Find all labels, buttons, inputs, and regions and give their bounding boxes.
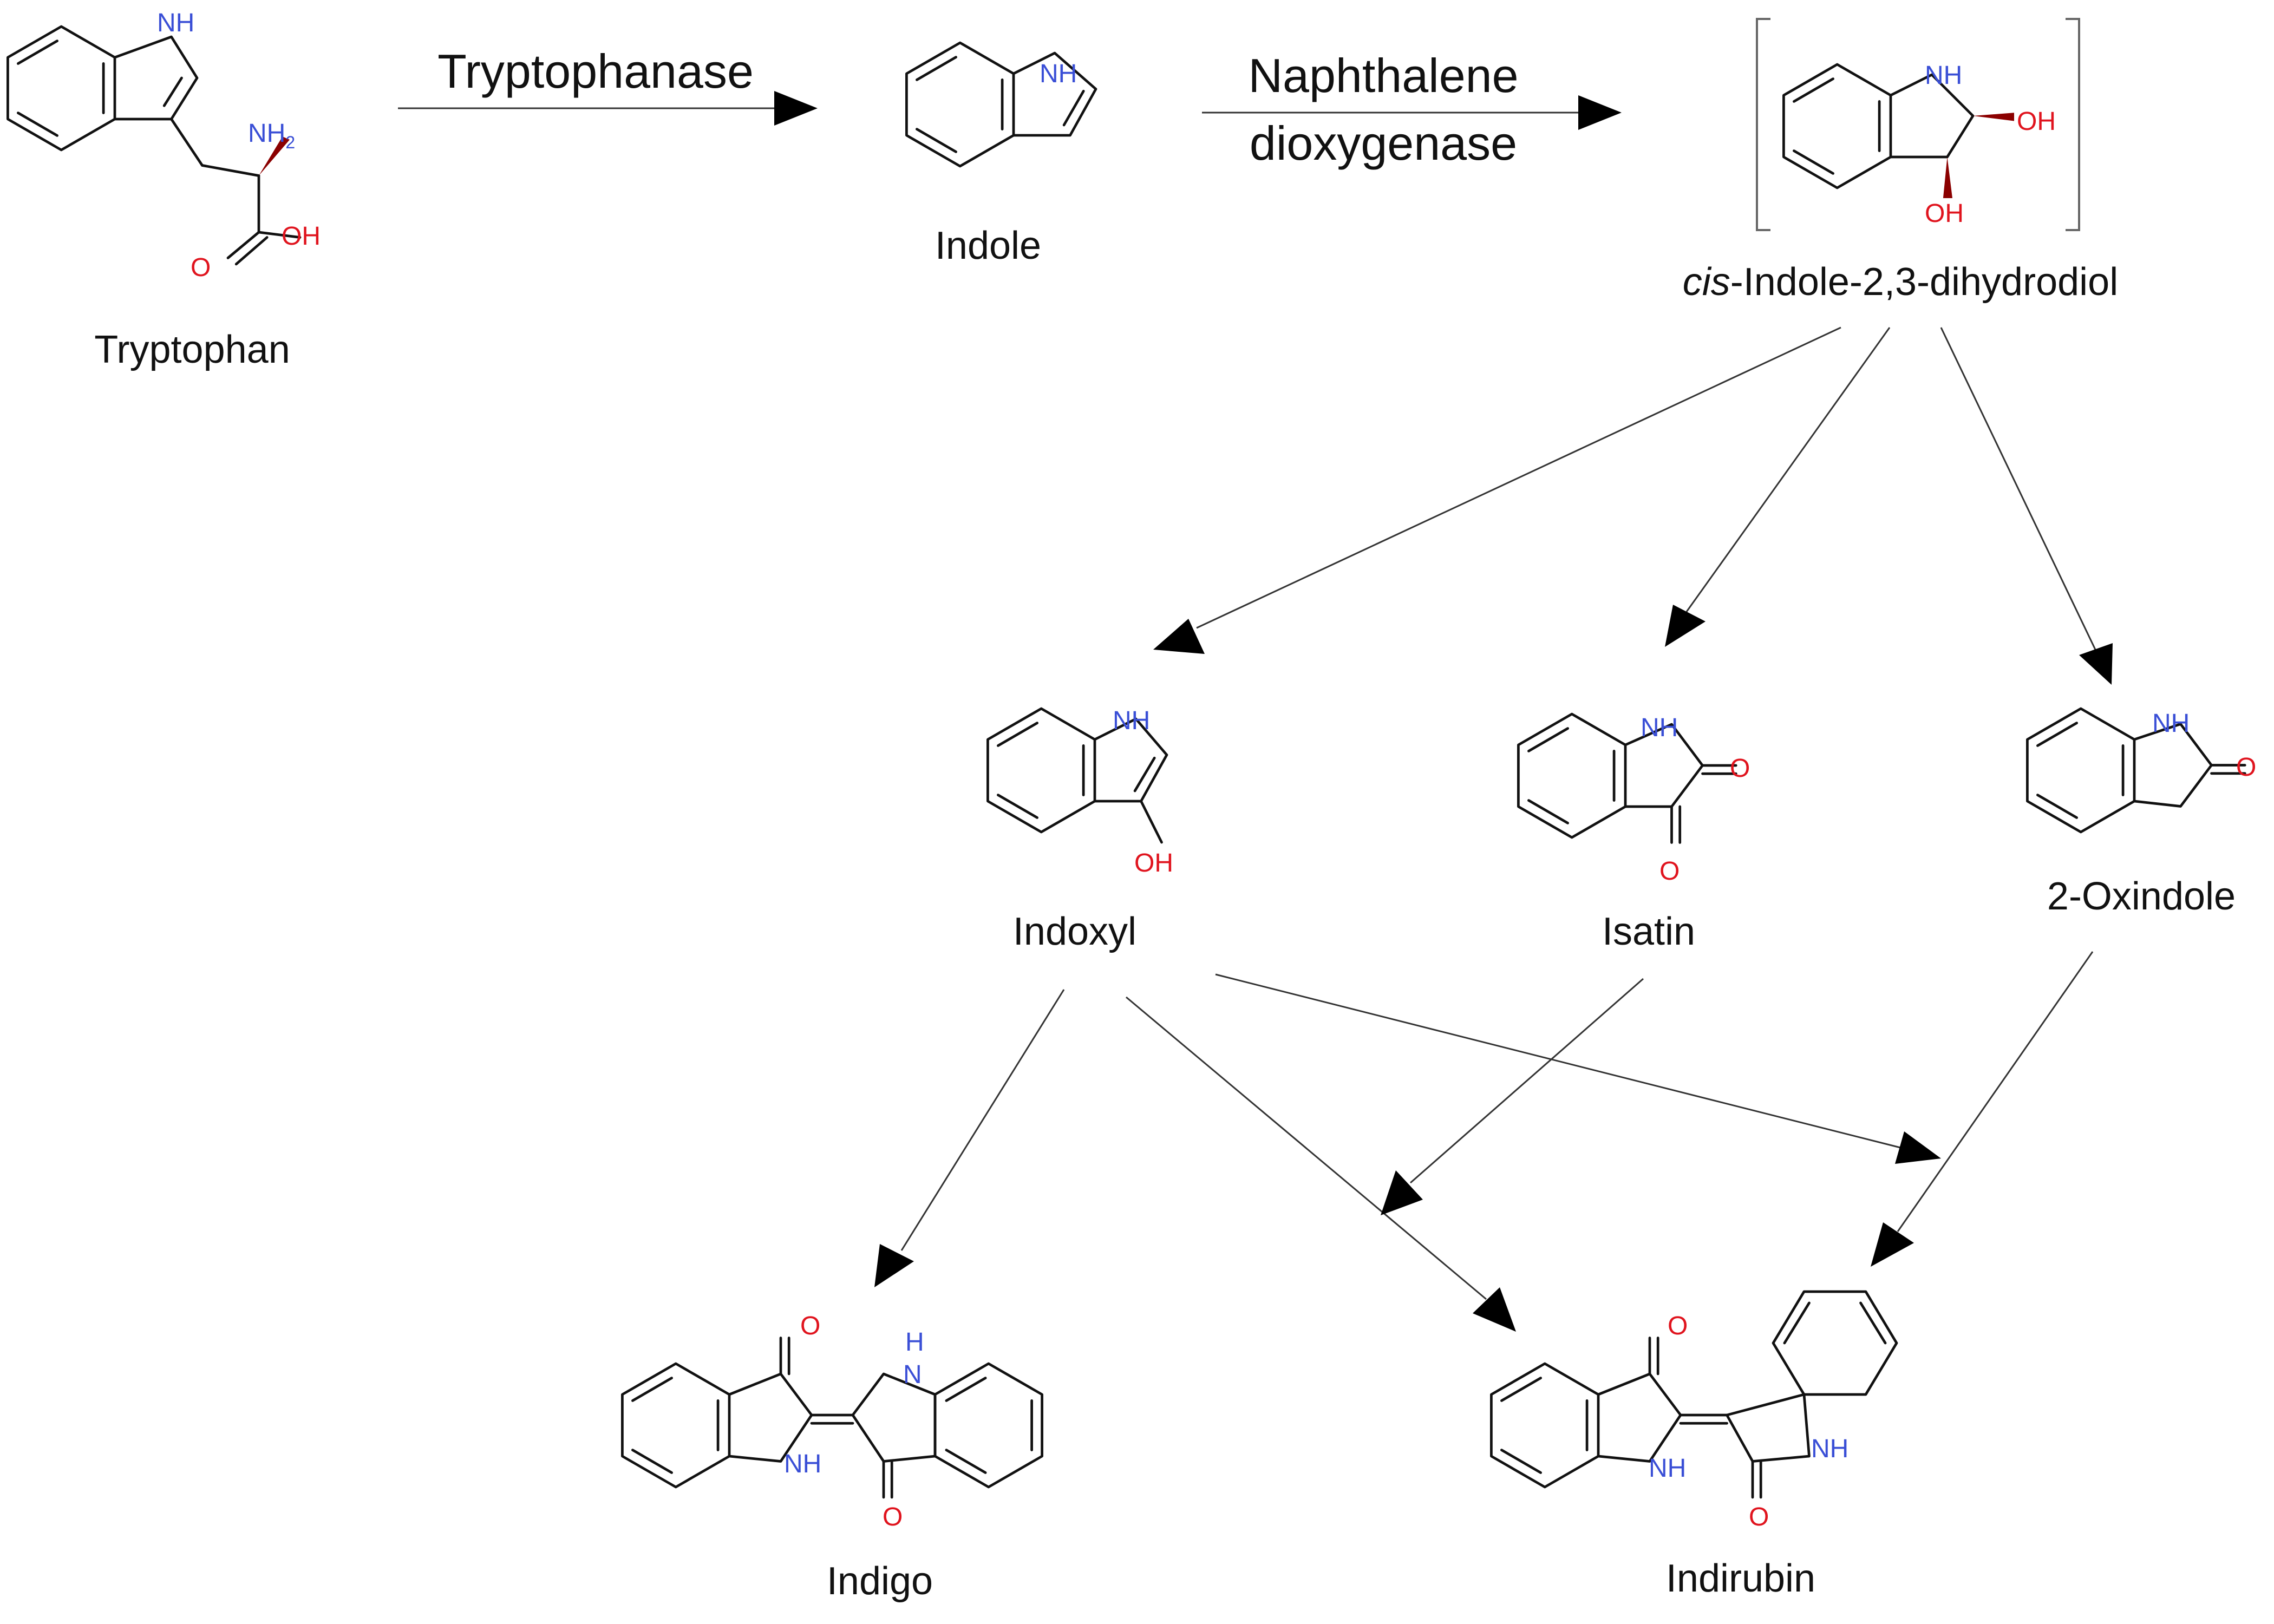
arrow-indoxyl-indigo [900,989,1065,1251]
indole-structure [906,43,1097,166]
isatin-o2: O [1730,754,1750,783]
reaction-arrows: Tryptophanase Naphthalene dioxygenase [398,44,2113,1332]
dihydrodiol-oh-3: OH [1925,199,1964,228]
arrow-dihydrodiol-oxindole [1940,327,2096,650]
arrowhead-indoxyl-long [1895,1131,1941,1164]
indoxyl-label: Indoxyl [1013,910,1136,953]
oxindole-nh: NH [2152,709,2190,738]
isatin-nh: NH [1641,713,1678,742]
indigo-nh: NH [784,1450,821,1478]
arrow-indoxyl-long [1215,973,1901,1149]
indoxyl-structure [988,709,1168,844]
indigo-structure [622,1337,1043,1499]
arrowhead-oxindole-indirubin [1871,1222,1914,1267]
arrow-dihydrodiol-indoxyl [1196,326,1841,629]
enzyme-ndo-line1: Naphthalene [1248,49,1518,102]
indigo-h: H [905,1328,924,1357]
dihydrodiol-oh-2: OH [2017,107,2056,136]
tryptophan-o: O [191,253,211,282]
left-bracket [1756,18,1770,231]
indole-label: Indole [935,224,1041,267]
dihydrodiol-label: cis-Indole-2,3-dihydrodiol [1683,260,2118,304]
tryptophan-nh: NH [157,9,194,37]
arrowhead-indoxyl-indirubin [1473,1287,1516,1332]
enzyme-tryptophanase: Tryptophanase [437,44,754,98]
oxindole-structure [2027,709,2246,832]
arrowhead-dihydrodiol-indoxyl [1153,619,1205,654]
indirubin-nh-right: NH [1811,1435,1848,1463]
right-bracket [2066,18,2080,231]
tryptophan-nh2: NH2 [248,119,295,152]
isatin-structure [1518,714,1737,844]
arrowhead-tryptophan-indole [774,91,818,126]
indoxyl-oh: OH [1134,849,1173,878]
arrow-isatin-indirubin [1410,978,1644,1184]
indole-nh: NH [1040,60,1077,88]
enzyme-ndo-line2: dioxygenase [1250,116,1517,170]
indirubin-label: Indirubin [1666,1557,1815,1600]
arrow-indoxyl-indirubin [1126,996,1487,1300]
indigo-label: Indigo [827,1560,933,1603]
indirubin-structure [1491,1290,1898,1499]
arrowhead-dihydrodiol-oxindole [2079,643,2113,685]
arrowhead-isatin-indirubin [1381,1170,1423,1215]
arrow-dihydrodiol-isatin [1685,327,1891,612]
indoxyl-nh: NH [1113,706,1150,735]
indirubin-o-top: O [1668,1312,1688,1340]
isatin-o3: O [1659,857,1680,886]
indigo-o-top: O [800,1312,820,1340]
isatin-label: Isatin [1602,910,1695,953]
arrowhead-dihydrodiol-isatin [1665,605,1706,647]
arrowhead-indoxyl-indigo [874,1244,914,1287]
tryptophan-structure [8,27,302,266]
tryptophan-oh: OH [282,222,321,251]
indirubin-o-bottom: O [1749,1503,1769,1531]
oxindole-o: O [2236,753,2256,782]
indigo-o-bottom: O [883,1503,903,1531]
indirubin-nh-left: NH [1649,1454,1686,1483]
arrowhead-indole-dihydrodiol [1578,95,1622,130]
oxindole-label: 2-Oxindole [2047,875,2236,918]
indigo-n: N [903,1360,922,1389]
arrow-oxindole-indirubin [1897,951,2094,1232]
dihydrodiol-structure [1783,64,2014,198]
tryptophan-label: Tryptophan [94,328,290,371]
dihydrodiol-nh: NH [1925,61,1962,90]
